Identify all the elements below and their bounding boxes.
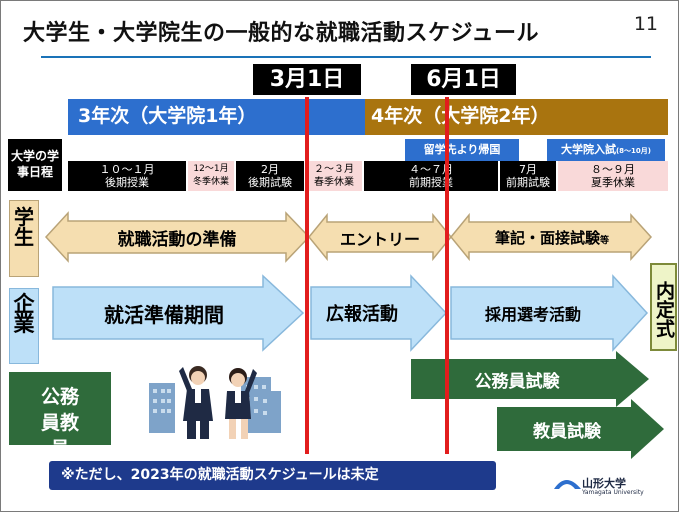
schedule-cell-3: 2月 後期試験 <box>236 161 304 191</box>
title-underline <box>41 56 651 58</box>
company-prep-label: 就活準備期間 <box>104 303 224 327</box>
civil-exam-label: 公務員試験 <box>474 372 560 392</box>
schedule-cell-7-months: ８～９月 <box>591 163 635 176</box>
year-bar-fourth: 4年次（大学院2年） <box>365 99 668 135</box>
page-number: 11 <box>633 13 658 35</box>
company-selection-arrow <box>450 274 649 352</box>
schedule-cell-1-months: １０～１月 <box>99 163 155 176</box>
footer-note: ※ただし、2023年の就職活動スケジュールは未定 <box>49 461 496 490</box>
university-logo-icon <box>554 480 581 489</box>
schedule-cell-6-term: 前期試験 <box>506 176 550 189</box>
office-buildings-icon <box>149 377 281 433</box>
schedule-cell-5: ４～７月 前期授業 <box>364 161 498 191</box>
job-seekers-icon <box>179 366 257 439</box>
tag-grad-school-exam: 大学院入試(8～10月) <box>547 139 665 161</box>
schedule-cell-3-months: 2月 <box>261 163 279 176</box>
year-bar-third: 3年次（大学院1年） <box>68 99 365 135</box>
company-row-label: 企業 <box>9 288 39 364</box>
date-june-1: 6月1日 <box>411 64 516 95</box>
company-pr-arrow <box>310 274 448 352</box>
company-selection-label: 採用選考活動 <box>484 305 581 324</box>
march-1-marker-line <box>305 97 309 454</box>
schedule-cell-4: ２～３月 春季休業 <box>306 161 362 191</box>
company-pr-label: 広報活動 <box>326 304 398 325</box>
teacher-exam-label: 教員試験 <box>533 422 601 442</box>
schedule-cell-7: ８～９月 夏季休業 <box>558 161 668 191</box>
june-1-marker-line <box>445 97 449 454</box>
date-march-1: 3月1日 <box>253 64 361 95</box>
schedule-cell-4-months: ２～３月 <box>314 164 354 175</box>
schedule-cell-1-term: 後期授業 <box>105 176 149 189</box>
schedule-cell-4-term: 春季休業 <box>314 177 354 188</box>
student-prep-label: 就職活動の準備 <box>117 230 237 250</box>
student-exam-suffix: 等 <box>600 236 610 246</box>
civil-teacher-label-text: 公務員教員 <box>40 386 79 460</box>
civil-teacher-row-label: 公務員教員 <box>9 372 111 460</box>
student-exam-label: 筆記・面接試験等 <box>463 227 641 248</box>
schedule-cell-5-months: ４～７月 <box>409 163 453 176</box>
teacher-exam-arrow <box>497 399 664 459</box>
grad-exam-label: 大学院入試 <box>560 143 616 156</box>
company-prep-arrow <box>52 274 305 352</box>
student-entry-label: エントリー <box>339 230 420 249</box>
naitei-ceremony-box: 内定式 <box>650 263 677 351</box>
schedule-cell-6: 7月 前期試験 <box>500 161 556 191</box>
univ-schedule-label: 大学の学事日程 <box>8 139 62 191</box>
student-row-label: 学生 <box>9 200 39 277</box>
schedule-cell-7-term: 夏季休業 <box>591 176 635 189</box>
student-exam-text: 筆記・面接試験 <box>494 229 600 247</box>
schedule-cell-5-term: 前期授業 <box>409 176 453 189</box>
schedule-cell-2: 12～1月 冬季休業 <box>188 161 234 191</box>
grad-exam-period: (8～10月) <box>615 147 651 155</box>
schedule-cell-6-months: 7月 <box>519 163 537 176</box>
university-logo-sub: Yamagata University <box>582 489 644 496</box>
schedule-cell-1: １０～１月 後期授業 <box>68 161 186 191</box>
tag-return-from-abroad: 留学先より帰国 <box>405 139 519 161</box>
university-logo-name: 山形大学 <box>582 477 626 490</box>
slide-title: 大学生・大学院生の一般的な就職活動スケジュール <box>23 21 539 46</box>
civil-exam-arrow <box>411 351 649 407</box>
student-exam-arrow <box>450 212 653 262</box>
schedule-cell-3-term: 後期試験 <box>248 176 292 189</box>
schedule-cell-2-term: 冬季休業 <box>192 177 229 187</box>
schedule-cell-2-months: 12～1月 <box>193 164 229 174</box>
